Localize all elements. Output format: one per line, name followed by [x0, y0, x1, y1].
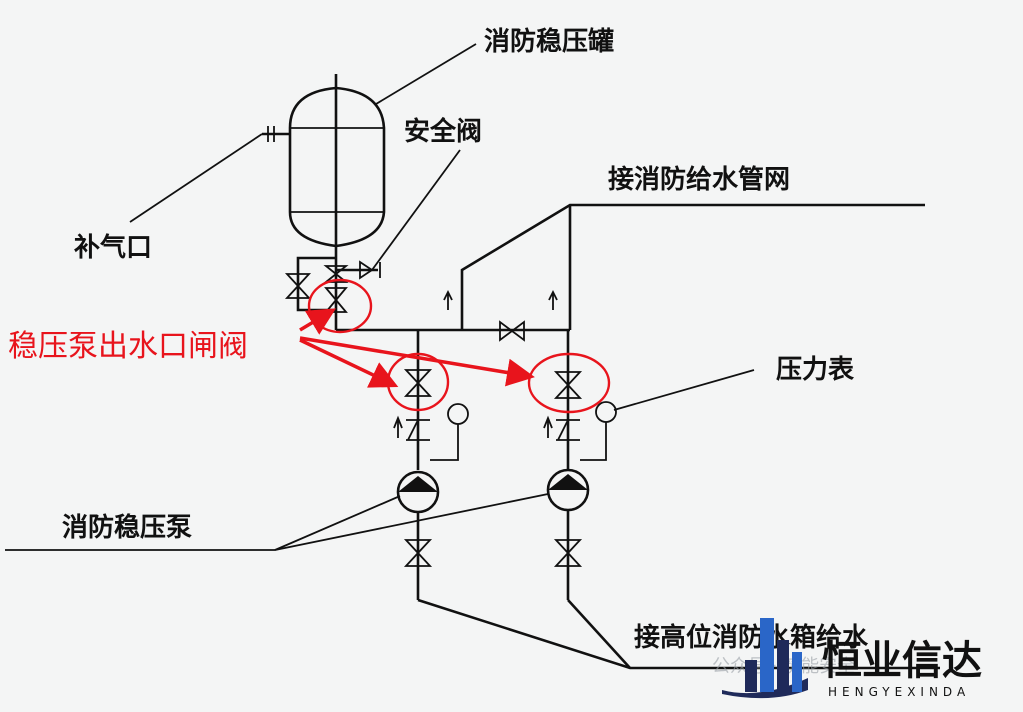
pump-branch-2 — [543, 330, 617, 600]
logo-swoosh — [722, 678, 808, 699]
label-pump: 消防稳压泵 — [62, 512, 192, 543]
red-annotations — [299, 278, 611, 414]
label-gauge: 压力表 — [776, 355, 855, 385]
suction-piping — [417, 598, 940, 670]
tank-outlet-piping — [284, 256, 381, 313]
label-air-inlet: 补气口 — [74, 232, 152, 263]
pump-branch-1 — [393, 330, 469, 600]
logo-building-1 — [745, 660, 757, 692]
label-network: 接消防给水管网 — [608, 164, 790, 195]
logo-text-cn: 恒业信达 — [822, 638, 982, 684]
main-header-pipe — [336, 203, 925, 342]
label-tank: 消防稳压罐 — [484, 26, 614, 57]
logo-building-3 — [777, 640, 789, 692]
watermark-logo: 公众号 · 筑能安全 恒业信达 HENGYEXINDA — [712, 618, 982, 699]
logo-text-en: HENGYEXINDA — [828, 685, 970, 699]
label-safety-valve: 安全阀 — [404, 116, 482, 147]
label-supply: 接高位消防水箱给水 — [634, 622, 869, 653]
label-outlet-valve: 稳压泵出水口闸阀 — [8, 329, 248, 364]
leader-lines — [5, 43, 755, 551]
logo-building-2 — [760, 618, 774, 692]
logo-building-4 — [792, 652, 802, 692]
